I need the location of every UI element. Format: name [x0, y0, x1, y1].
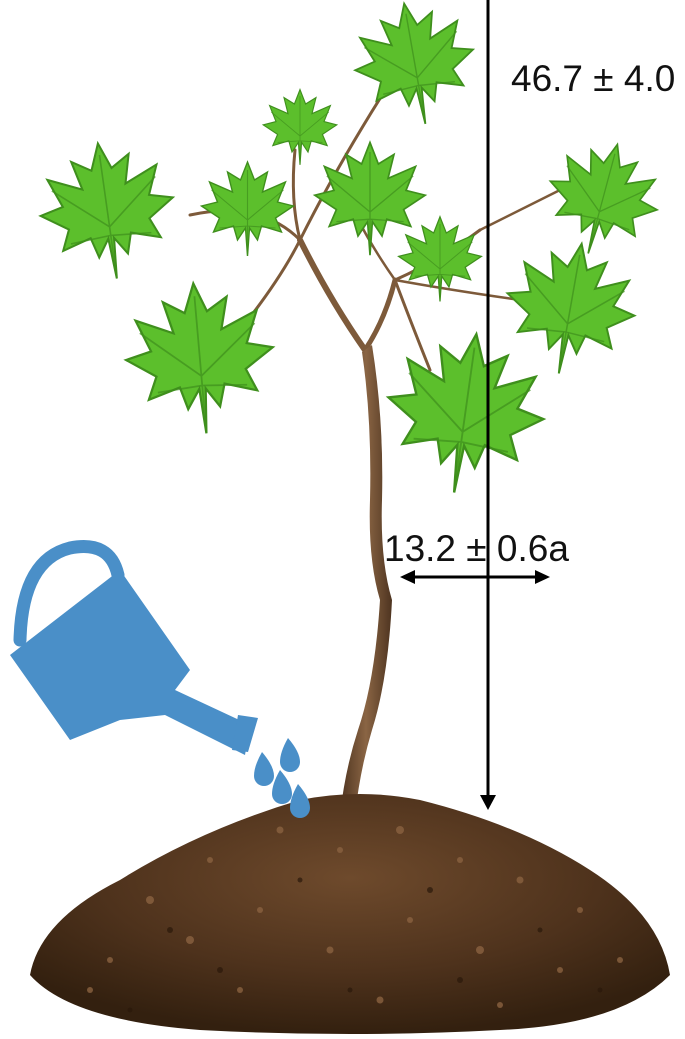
trunk	[340, 345, 392, 815]
stem-diameter-measurement-label: 13.2 ± 0.6a	[384, 530, 569, 567]
watering-can-icon	[10, 547, 258, 755]
soil-mound	[30, 794, 670, 1034]
diameter-arrow	[400, 570, 550, 584]
height-measurement-label: 46.7 ± 4.0	[511, 60, 675, 97]
